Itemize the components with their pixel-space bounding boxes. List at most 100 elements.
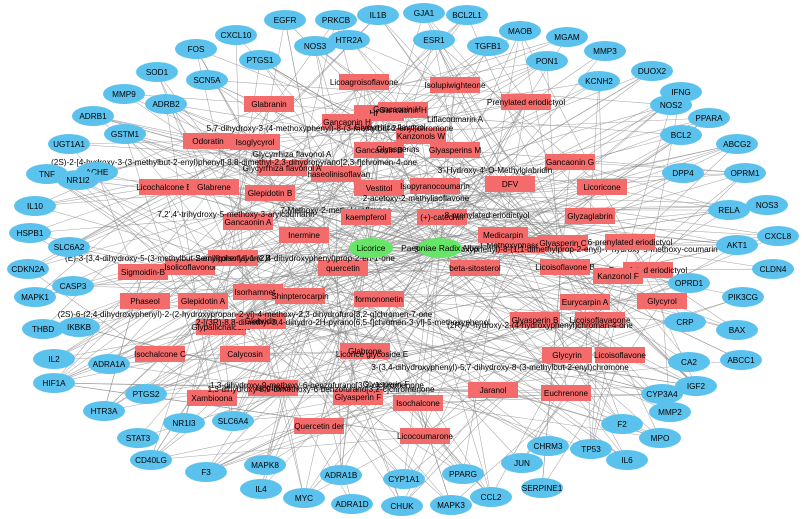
target-node-ca2-55[interactable]: CA2	[668, 352, 710, 372]
target-node-adra1b-73[interactable]: ADRA1B	[320, 465, 362, 485]
compound-node-isochalcone-c-49[interactable]: Isochalcone C	[134, 346, 186, 362]
compound-node-kanzonols-w-9[interactable]: Kanzonols W	[396, 128, 446, 144]
target-node-ikbkb-49[interactable]: IKBKB	[58, 317, 100, 337]
target-node-nos3-11[interactable]: NOS3	[294, 36, 336, 56]
target-node-nr1i3-63[interactable]: NR1I3	[163, 413, 205, 433]
target-node-akt1-40[interactable]: AKT1	[716, 235, 758, 255]
compound-node-licochalcone-b-14[interactable]: Licochalcone B	[136, 179, 192, 195]
target-node-f3-69[interactable]: F3	[185, 462, 227, 482]
target-node-mgam-13[interactable]: MGAM	[546, 27, 588, 47]
target-node-bax-51[interactable]: BAX	[716, 320, 758, 340]
compound-node-quercetin-der-58[interactable]: Quercetin der	[294, 418, 344, 434]
compound-node-glyasperins-m-10[interactable]: Glyasperins M	[429, 142, 482, 158]
compound-node-gancaonin-g-11[interactable]: Gancaonin G	[545, 154, 595, 170]
compound-node-medicarpin-29[interactable]: Medicarpin	[478, 227, 528, 243]
target-node-cldn4-43[interactable]: CLDN4	[752, 259, 794, 279]
compound-node-kanzonol-f-40[interactable]: Kanzonol F	[593, 268, 643, 284]
compound-node-vestitol-17[interactable]: Vestitol	[354, 180, 404, 196]
compound-node-euchrenone-55[interactable]: Euchrenone	[541, 385, 591, 401]
compound-node-glyasperin-b-48[interactable]: Glyasperin B	[510, 312, 560, 328]
target-node-sod1-14[interactable]: SOD1	[136, 62, 178, 82]
target-node-mpo-65[interactable]: MPO	[639, 428, 681, 448]
target-node-adra1a-53[interactable]: ADRA1A	[88, 354, 130, 374]
compound-node-prenylated-eriodictyol-5[interactable]: Prenylated eriodictyol	[487, 94, 565, 110]
target-node-chrm3-75[interactable]: CHRM3	[527, 436, 569, 456]
compound-node-gancaonin-h-71[interactable]: Gancaonin H	[378, 102, 428, 118]
compound-node-2-3r-8-8-dimethyl-3-4-dihydro-2h-pyrano--66[interactable]: 2-[(3R)-8,8-dimethyl-3,4-dihydro-2H-pyra…	[196, 318, 490, 327]
target-node-serpine1-79[interactable]: SERPINE1	[521, 478, 563, 498]
target-node-mapk3-82[interactable]: MAPK3	[430, 495, 472, 515]
target-node-thbd-48[interactable]: THBD	[22, 319, 64, 339]
target-node-mapk8-70[interactable]: MAPK8	[244, 455, 286, 475]
compound-node-gancaonin-h-4[interactable]: Gancaonin H	[322, 114, 372, 130]
target-node-cxcl10-5[interactable]: CXCL10	[215, 25, 257, 45]
target-node-tgfb1-12[interactable]: TGFB1	[467, 36, 509, 56]
target-node-cdkn2a-42[interactable]: CDKN2A	[7, 259, 49, 279]
compound-node-licoagroisoflavone-0[interactable]: Licoagroisoflavone	[330, 74, 399, 90]
target-node-esr1-7[interactable]: ESR1	[413, 30, 455, 50]
compound-node-catechin-24[interactable]: (+)-catechin	[417, 209, 467, 225]
compound-node-glyzaglabrin-26[interactable]: Glyzaglabrin	[565, 208, 615, 224]
compound-node-glycyrin-54[interactable]: Glycyrin	[542, 347, 592, 363]
compound-node-licoisoflavone-51[interactable]: Licoisoflavone	[594, 347, 646, 363]
target-node-pparg-77[interactable]: PPARG	[442, 464, 484, 484]
target-node-gja1-3[interactable]: GJA1	[403, 3, 445, 23]
target-node-oprd1-47[interactable]: OPRD1	[668, 273, 710, 293]
compound-node-7-2-4-trihydroxy-5-methoxy-3-arylcoumari-63[interactable]: 7,2',4'-trihydroxy-5-methoxy-3-arylcouma…	[157, 210, 315, 219]
compound-node-phaseol-37[interactable]: Phaseol	[120, 293, 170, 309]
target-node-mmp9-19[interactable]: MMP9	[103, 84, 145, 104]
target-node-il1b-2[interactable]: IL1B	[357, 5, 399, 25]
target-node-rela-36[interactable]: RELA	[708, 200, 750, 220]
target-node-abcc1-54[interactable]: ABCC1	[720, 350, 762, 370]
compound-node-glabrone-53[interactable]: Glabrone	[340, 343, 390, 359]
compound-node-glycyrrhiza-flavonol-a-13[interactable]: Glycyrrhiza flavonol A	[243, 160, 322, 176]
target-node-ccl2-83[interactable]: CCL2	[470, 487, 512, 507]
target-node-jun-78[interactable]: JUN	[501, 453, 543, 473]
target-node-fos-9[interactable]: FOS	[175, 39, 217, 59]
target-node-il4-71[interactable]: IL4	[240, 479, 282, 499]
compound-node-licoricone-20[interactable]: Licoricone	[577, 179, 627, 195]
compound-node-gancaonin-a-23[interactable]: Gancaonin A	[223, 214, 273, 230]
target-node-f2-64[interactable]: F2	[601, 414, 643, 434]
compound-node-glycyrol-45[interactable]: Glycyrol	[637, 293, 687, 309]
target-node-adrb2-21[interactable]: ADRB2	[145, 94, 187, 114]
target-node-casp3-44[interactable]: CASP3	[52, 276, 94, 296]
compound-node-licocoumarone-61[interactable]: Licocoumarone	[397, 428, 453, 444]
compound-node-glyasperin-f-59[interactable]: Glyasperin F	[333, 389, 383, 405]
target-node-crp-50[interactable]: CRP	[664, 312, 706, 332]
target-node-hspb1-38[interactable]: HSPB1	[9, 223, 51, 243]
compound-node-licoisoflavanone-70[interactable]: Licoisoflavanone	[570, 312, 631, 328]
target-node-htr2a-6[interactable]: HTR2A	[328, 30, 370, 50]
target-node-pon1-16[interactable]: PON1	[526, 51, 568, 71]
compound-node-glabridin-47[interactable]: Glabridin	[236, 313, 286, 329]
compound-node-kaempferol-25[interactable]: kaempferol	[341, 209, 391, 225]
compound-node-eurycarpin-a-44[interactable]: Eurycarpin A	[560, 294, 610, 310]
target-node-mmp2-61[interactable]: MMP2	[649, 402, 691, 422]
compound-node-e-3-3-4-dihydroxy-5-3-methylbut-2-enyl-p-64[interactable]: (E)-3-[3,4-dihydroxy-5-(3-methylbut-2-en…	[65, 254, 395, 263]
compound-node-shinpterocarpin-42[interactable]: Shinpterocarpin	[271, 288, 329, 304]
target-node-cyp1a1-74[interactable]: CYP1A1	[383, 469, 425, 489]
target-node-pik3cg-46[interactable]: PIK3CG	[722, 287, 764, 307]
target-node-cd40lg-66[interactable]: CD40LG	[130, 450, 172, 470]
compound-node-3-2-4-dihydroxyphenyl-8-1-1-dimethylprop-68[interactable]: 3-(2,4-dihydroxyphenyl)-8-(1,1-dimethylp…	[414, 245, 718, 254]
target-node-il6-68[interactable]: IL6	[606, 450, 648, 470]
compound-node-glabrene-15[interactable]: Glabrene	[189, 179, 239, 195]
target-node-tp53-76[interactable]: TP53	[570, 439, 612, 459]
compound-node-odoratin-6[interactable]: Odoratin	[183, 133, 233, 149]
compound-node-7-methoxy-2-methyl-isoflavone-21[interactable]: 7-Methoxy-2-methyl isoflavone	[280, 206, 392, 215]
compound-node-xambioona-57[interactable]: Xambioona	[187, 390, 237, 406]
target-node-egfr-0[interactable]: EGFR	[264, 10, 306, 30]
compound-node-glyasperin-c-30[interactable]: Glyasperin C	[538, 235, 588, 251]
compound-node-2s-2-4-hydroxy-3-3-methylbut-2-enyl-phen-62[interactable]: (2S)-2-[4-hydroxy-3-(3-methylbut-2-enyl)…	[51, 158, 417, 167]
target-node-stat3-62[interactable]: STAT3	[117, 428, 159, 448]
herb-node-licorice-0[interactable]: Licorice	[349, 238, 393, 258]
target-node-scn5a-15[interactable]: SCN5A	[186, 70, 228, 90]
compound-node-glepidotin-a-38[interactable]: Glepidotin A	[178, 293, 228, 309]
target-node-ppara-26[interactable]: PPARA	[688, 108, 730, 128]
compound-node-glypallichalcone-46[interactable]: Glypallichalcone	[191, 319, 251, 335]
target-node-adra1d-80[interactable]: ADRA1D	[331, 494, 373, 514]
compound-node-phaseolinisoflavan-12[interactable]: Phaseolinisoflavan	[302, 166, 371, 182]
target-node-igf2-58[interactable]: IGF2	[675, 376, 717, 396]
target-node-oprm1-33[interactable]: OPRM1	[724, 163, 766, 183]
compound-node-isolicoflavonol-32[interactable]: Isolicoflavonol	[164, 259, 216, 275]
